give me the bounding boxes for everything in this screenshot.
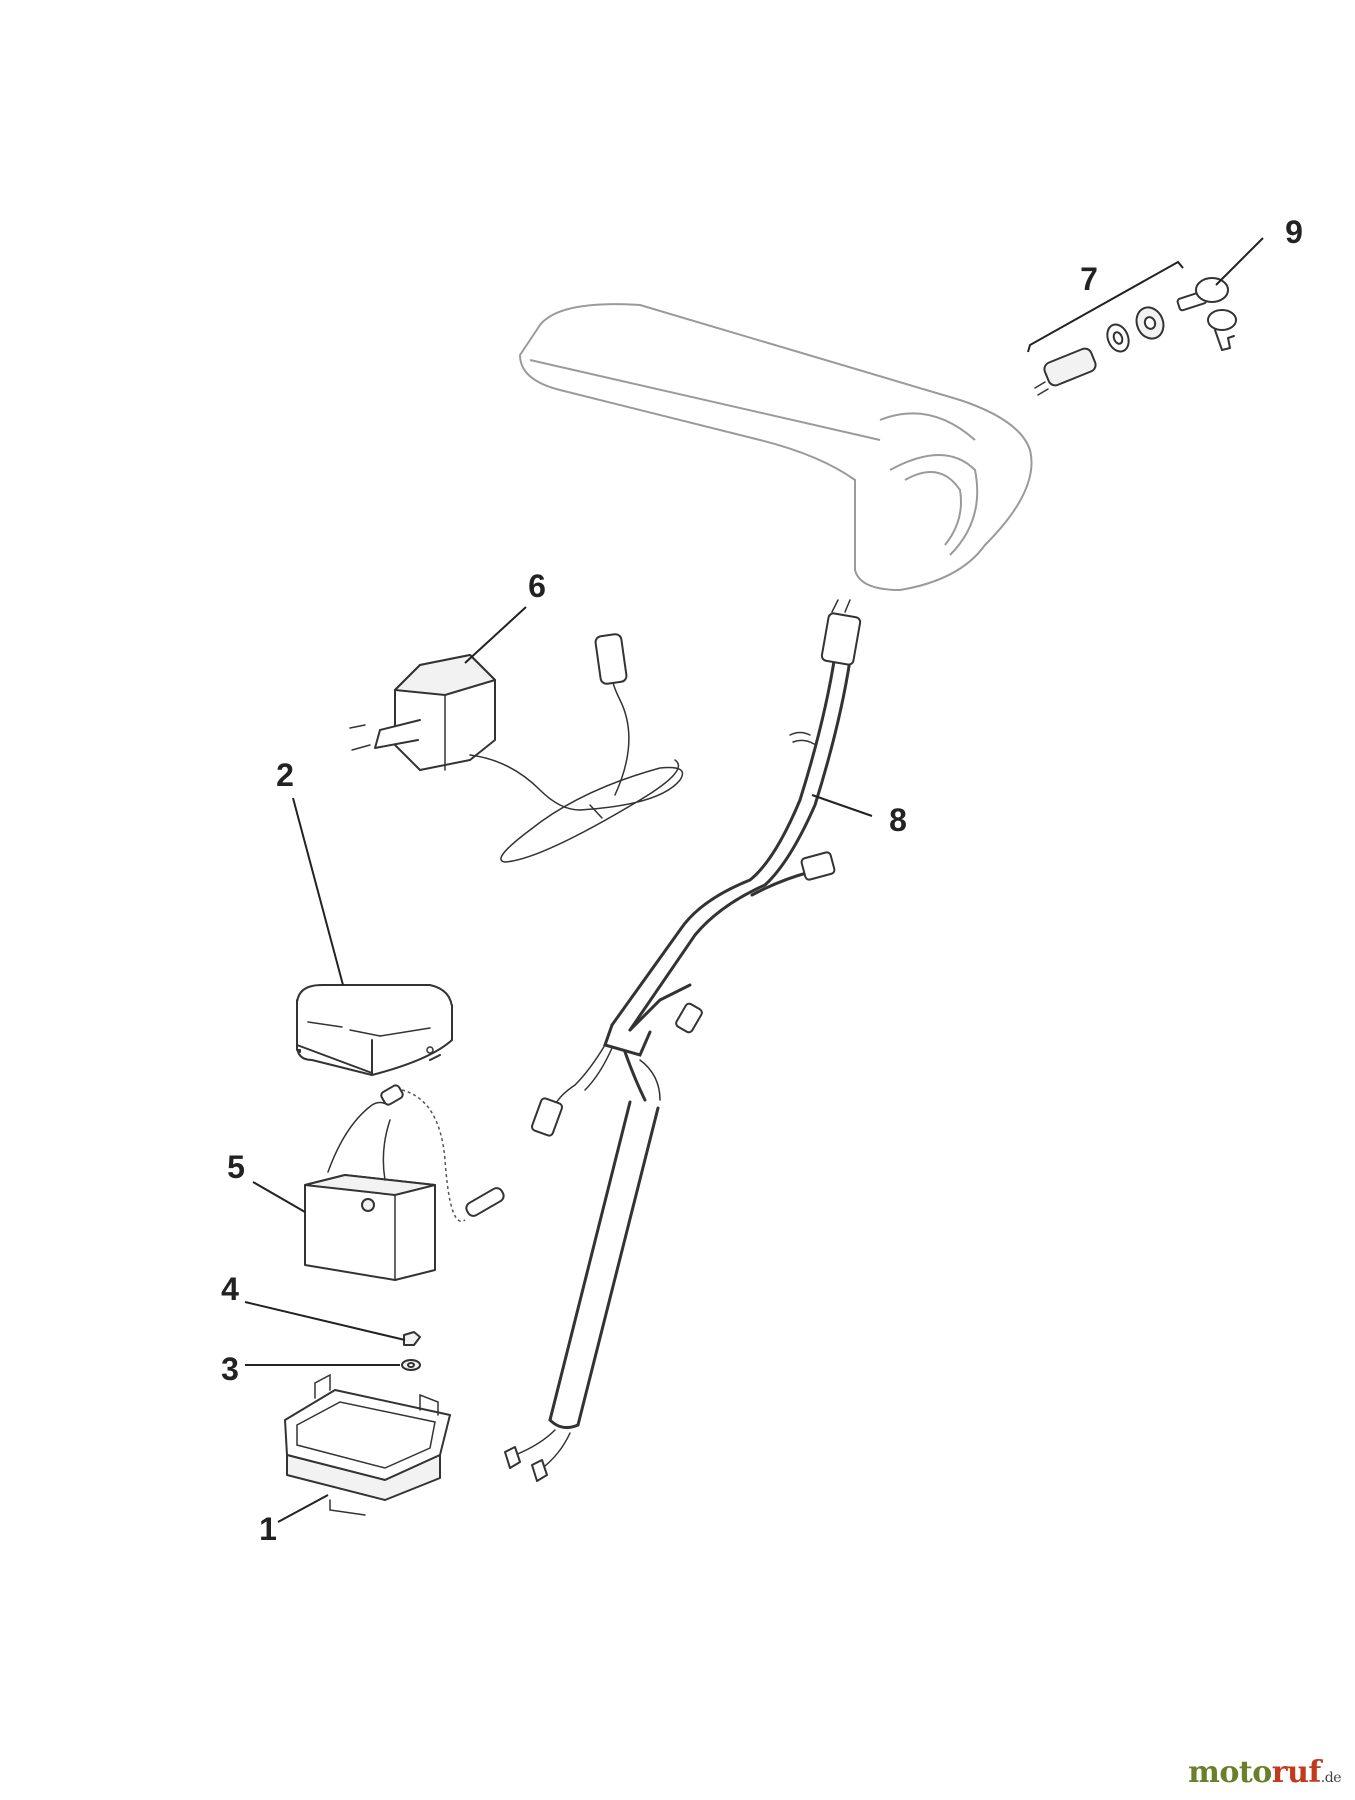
key-switch-assembly bbox=[1027, 260, 1184, 396]
battery-tray bbox=[284, 1373, 451, 1516]
wiring-harness bbox=[504, 599, 862, 1482]
leader-6 bbox=[464, 606, 527, 664]
motoruf-watermark-logo: motoruf.de bbox=[1188, 1755, 1341, 1790]
callout-2: 2 bbox=[276, 757, 294, 793]
callout-6: 6 bbox=[528, 568, 546, 604]
battery bbox=[304, 1084, 505, 1281]
callout-1: 1 bbox=[259, 1511, 277, 1547]
leader-2 bbox=[292, 797, 344, 986]
leader-8 bbox=[811, 794, 873, 817]
leader-4 bbox=[244, 1301, 406, 1341]
leader-1 bbox=[277, 1494, 329, 1523]
leader-lines bbox=[244, 237, 1264, 1523]
callout-7: 7 bbox=[1080, 261, 1098, 297]
nut bbox=[403, 1331, 421, 1346]
washer bbox=[401, 1359, 421, 1371]
callout-5: 5 bbox=[227, 1149, 245, 1185]
leader-5 bbox=[252, 1181, 306, 1213]
callout-9: 9 bbox=[1285, 214, 1303, 250]
callout-8: 8 bbox=[889, 802, 907, 838]
handle-outline bbox=[519, 303, 1033, 591]
callout-3: 3 bbox=[221, 1351, 239, 1387]
leader-9 bbox=[1215, 237, 1264, 286]
charger bbox=[349, 633, 684, 863]
battery-cover bbox=[296, 984, 453, 1076]
callout-4: 4 bbox=[221, 1271, 239, 1307]
keys bbox=[1176, 277, 1237, 351]
